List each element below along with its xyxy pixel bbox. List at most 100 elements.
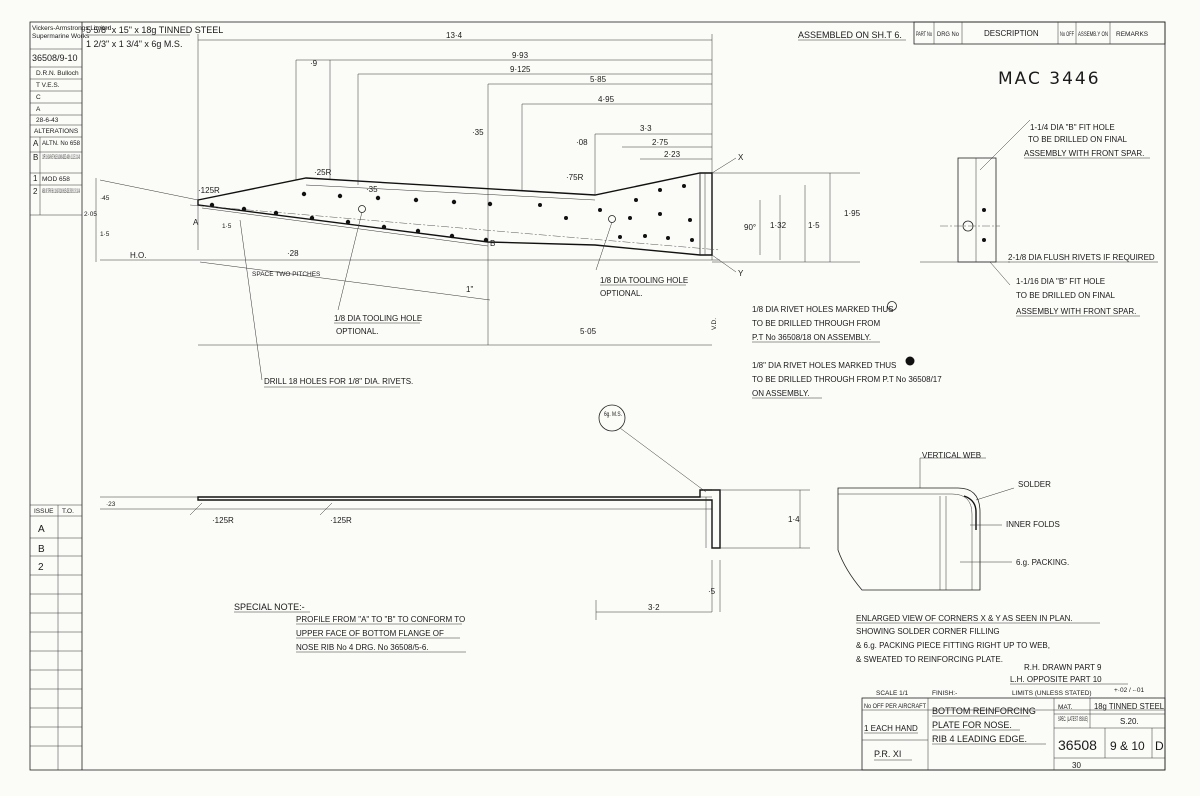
alteration-letter: 2 [33, 187, 38, 196]
finish-label: FINISH:- [932, 690, 957, 697]
special-note-1: PROFILE FROM "A" TO "B" TO CONFORM TO [296, 615, 465, 624]
pr-mark: P.R. XI [874, 749, 901, 759]
material-spec: 5 5/8" x 15" x 18g TINNED STEEL [86, 25, 223, 35]
tooling-note-2a: 1/8 DIA TOOLING HOLE [600, 276, 688, 285]
flush-rivet-note: 2-1/8 DIA FLUSH RIVETS IF REQUIRED [1008, 253, 1155, 262]
inner-folds-label: INNER FOLDS [1006, 520, 1060, 529]
dim-5-05: 5·05 [580, 327, 597, 336]
mat-value: 18g TINNED STEEL [1094, 702, 1165, 711]
point-b: B [490, 239, 495, 248]
issue-letter: D [1155, 739, 1164, 753]
sheet-number: 30 [1072, 761, 1081, 770]
drawing-number: 36508 [1058, 737, 1097, 753]
rh-drawn-note: R.H. DRAWN PART 9 [1024, 663, 1102, 672]
fit-hole-note-1a: 1-1/4 DIA "B" FIT HOLE [1030, 123, 1115, 132]
dim-2-05: 2·05 [84, 211, 97, 218]
col-drg-no: DRG No [937, 31, 959, 38]
alteration-text: ALTN. No 658 [42, 140, 80, 147]
solder-label: SOLDER [1018, 480, 1051, 489]
dim-2-75: 2·75 [652, 138, 669, 147]
enlarged-note-3: & 6.g. PACKING PIECE FITTING RIGHT UP TO… [856, 641, 1050, 650]
alterations-title: ALTERATIONS [34, 128, 79, 135]
tooling-note-2b: OPTIONAL. [600, 289, 643, 298]
fit-hole-note-2b: TO BE DRILLED ON FINAL [1016, 291, 1116, 300]
traced-by: T V.E.S. [36, 82, 60, 89]
mac-stamp: MAC 3446 [998, 69, 1101, 89]
mat-label: MAT. [1058, 704, 1073, 711]
rivet-note-1c: P.T No 36508/18 ON ASSEMBLY. [752, 333, 871, 342]
rivet-note-2c: ON ASSEMBLY. [752, 389, 810, 398]
dim-0-125r-elev-1: ·125R [212, 516, 234, 525]
vd-label: V.D. [711, 318, 718, 330]
ho-label: H.O. [130, 251, 146, 260]
checked-by: C [36, 94, 41, 101]
dim-overall: 13·4 [446, 31, 463, 40]
title-block: SCALE 1/1 FINISH:- LIMITS (UNLESS STATED… [861, 687, 1166, 771]
company-name: Vickers-Armstrongs Limited [32, 25, 112, 32]
title-line-3: RIB 4 LEADING EDGE. [932, 734, 1027, 744]
dim-1-95: 1·95 [844, 209, 861, 218]
col-description: DESCRIPTION [984, 29, 1039, 38]
dim-0-35: ·35 [472, 128, 484, 137]
to-header: T.O. [62, 508, 74, 515]
dim-0-28: ·28 [287, 249, 299, 258]
alteration-letter: B [33, 153, 38, 162]
tooling-note-1a: 1/8 DIA TOOLING HOLE [334, 314, 422, 323]
dim-1-inch: 1" [466, 285, 473, 294]
plan-view: 13·4 9·93 ·9 9·125 5·85 4·95 3·3 2·75 2·… [84, 31, 861, 381]
title-line-1: BOTTOM REINFORCING [932, 706, 1036, 716]
dim-0-45: ·45 [100, 195, 110, 202]
dim-1-4: 1·4 [788, 515, 800, 524]
issue-entry: A [38, 524, 45, 535]
per-aircraft-label: No OFF PER AIRCRAFT [864, 703, 926, 710]
dim-9-125: 9·125 [510, 65, 531, 74]
alteration-text: AMEND. MT. STIFFNR. 658. 2 1/16 DIA TOOL… [42, 188, 80, 195]
fit-hole-note-2c: ASSEMBLY WITH FRONT SPAR. [1016, 307, 1136, 316]
dim-0-23: ·23 [106, 501, 116, 508]
point-y: Y [738, 269, 744, 278]
corner-detail-top: 1-1/4 DIA "B" FIT HOLE TO BE DRILLED ON … [920, 119, 1158, 317]
rivet-note-2b: TO BE DRILLED THROUGH FROM P.T No 36508/… [752, 375, 942, 384]
fit-hole-note-2a: 1-1/16 DIA "B" FIT HOLE [1016, 277, 1105, 286]
enlarged-note-2: SHOWING SOLDER CORNER FILLING [856, 627, 1000, 636]
dim-1-5-right: 1·5 [808, 221, 820, 230]
col-part-no: PART No [916, 31, 932, 38]
dim-3-2: 3·2 [648, 603, 660, 612]
dim-90-deg: 90° [744, 223, 756, 232]
fit-hole-note-1c: ASSEMBLY WITH FRONT SPAR. [1024, 149, 1144, 158]
left-info-block: Vickers-Armstrongs Limited Supermarine W… [30, 25, 112, 770]
enlarged-note-1: ENLARGED VIEW OF CORNERS X & Y AS SEEN I… [856, 614, 1073, 623]
dim-5-85: 5·85 [590, 75, 607, 84]
parts-list-header: PART No DRG No DESCRIPTION No OFF ASSEMB… [913, 21, 1166, 45]
scale-label: SCALE 1/1 [876, 690, 909, 697]
drawing-date: 28-6-43 [36, 117, 59, 124]
packing-label: 6.g. PACKING. [1016, 558, 1069, 567]
rivet-holes-cluster [538, 184, 694, 242]
rivet-note-1b: TO BE DRILLED THROUGH FROM [752, 319, 881, 328]
material-callout-balloon [598, 404, 626, 432]
tooling-note-1b: OPTIONAL. [336, 327, 379, 336]
fit-hole-note-1b: TO BE DRILLED ON FINAL [1028, 135, 1128, 144]
drawing-number-side: 36508/9-10 [32, 53, 78, 63]
dim-9-93: 9·93 [512, 51, 529, 60]
rivet-note-2a: 1/8" DIA RIVET HOLES MARKED THUS [752, 361, 896, 370]
plate-section [197, 489, 721, 549]
issue-entry: 2 [38, 562, 44, 573]
dim-1-32: 1·32 [770, 221, 787, 230]
limits-label: LIMITS (UNLESS STATED) [1012, 690, 1092, 697]
enlarged-note-4: & SWEATED TO REINFORCING PLATE. [856, 655, 1003, 664]
rivet-symbol-open [887, 301, 897, 311]
rivet-holes-row [209, 191, 616, 243]
limits-value: +·02 / -·01 [1114, 687, 1145, 694]
special-note-2: UPPER FACE OF BOTTOM FLANGE OF [296, 629, 444, 638]
special-note-3: NOSE RIB No 4 DRG. No 36508/5-6. [296, 643, 429, 652]
rivet-notes: 1/8 DIA RIVET HOLES MARKED THUS TO BE DR… [752, 301, 942, 399]
part-numbers: 9 & 10 [1110, 739, 1145, 753]
drill-note: DRILL 18 HOLES FOR 1/8" DIA. RIVETS. [264, 377, 413, 386]
dim-0-25r: ·25R [314, 168, 332, 177]
issue-entry: B [38, 544, 45, 555]
dim-0-125r: ·125R [198, 186, 220, 195]
dim-3-3: 3·3 [640, 124, 652, 133]
dim-2-23: 2·23 [664, 150, 681, 159]
